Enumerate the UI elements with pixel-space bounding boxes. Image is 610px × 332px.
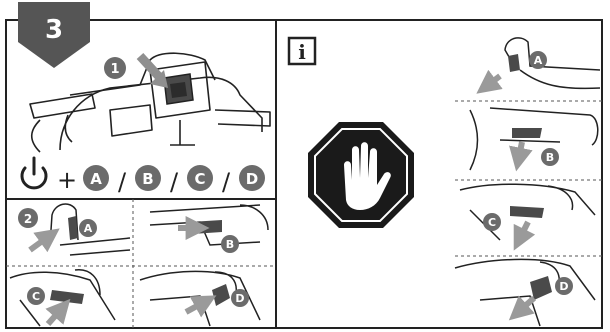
press-arrow-icon [140,56,168,88]
combo-letter-a: A [83,165,109,191]
step-number: 3 [45,15,63,45]
svg-text:B: B [142,170,153,188]
info-icon: i [289,38,315,64]
combo-letter-c: C [187,165,213,191]
detail-d: D [140,271,260,326]
detail-a: 2 A [18,204,130,255]
stop-hand-icon [308,122,414,228]
detail-c: C [10,270,115,326]
detail-letter-c: C [32,290,40,303]
combo-letter-b: B [135,165,161,191]
right-step-a: A [484,38,600,89]
power-button-illustration [164,74,193,104]
right-step-c: C [460,184,595,242]
right-step-d: D [455,259,595,326]
badge-2-label: 2 [24,212,32,226]
separator-2: / [170,168,179,196]
combo-letter-d: D [239,165,265,191]
right-letter-a: A [534,54,543,67]
right-letter-d: D [559,280,568,293]
plus-sign: + [57,166,77,194]
detail-letter-d: D [235,292,244,305]
detail-letter-a: A [84,222,93,235]
step-badge-1: 1 [104,57,126,79]
step-badge: 3 [18,2,90,68]
svg-text:C: C [194,170,205,188]
power-icon [22,158,46,188]
detail-letter-b: B [226,238,234,251]
right-step-b: B [470,108,598,170]
badge-1-label: 1 [110,62,119,77]
separator-1: / [118,168,127,196]
separator-3: / [222,168,231,196]
svg-text:D: D [246,170,258,188]
svg-text:A: A [90,170,102,188]
right-letter-c: C [488,216,496,229]
info-symbol: i [298,40,306,64]
detail-b: B [150,205,268,253]
right-letter-b: B [546,151,554,164]
